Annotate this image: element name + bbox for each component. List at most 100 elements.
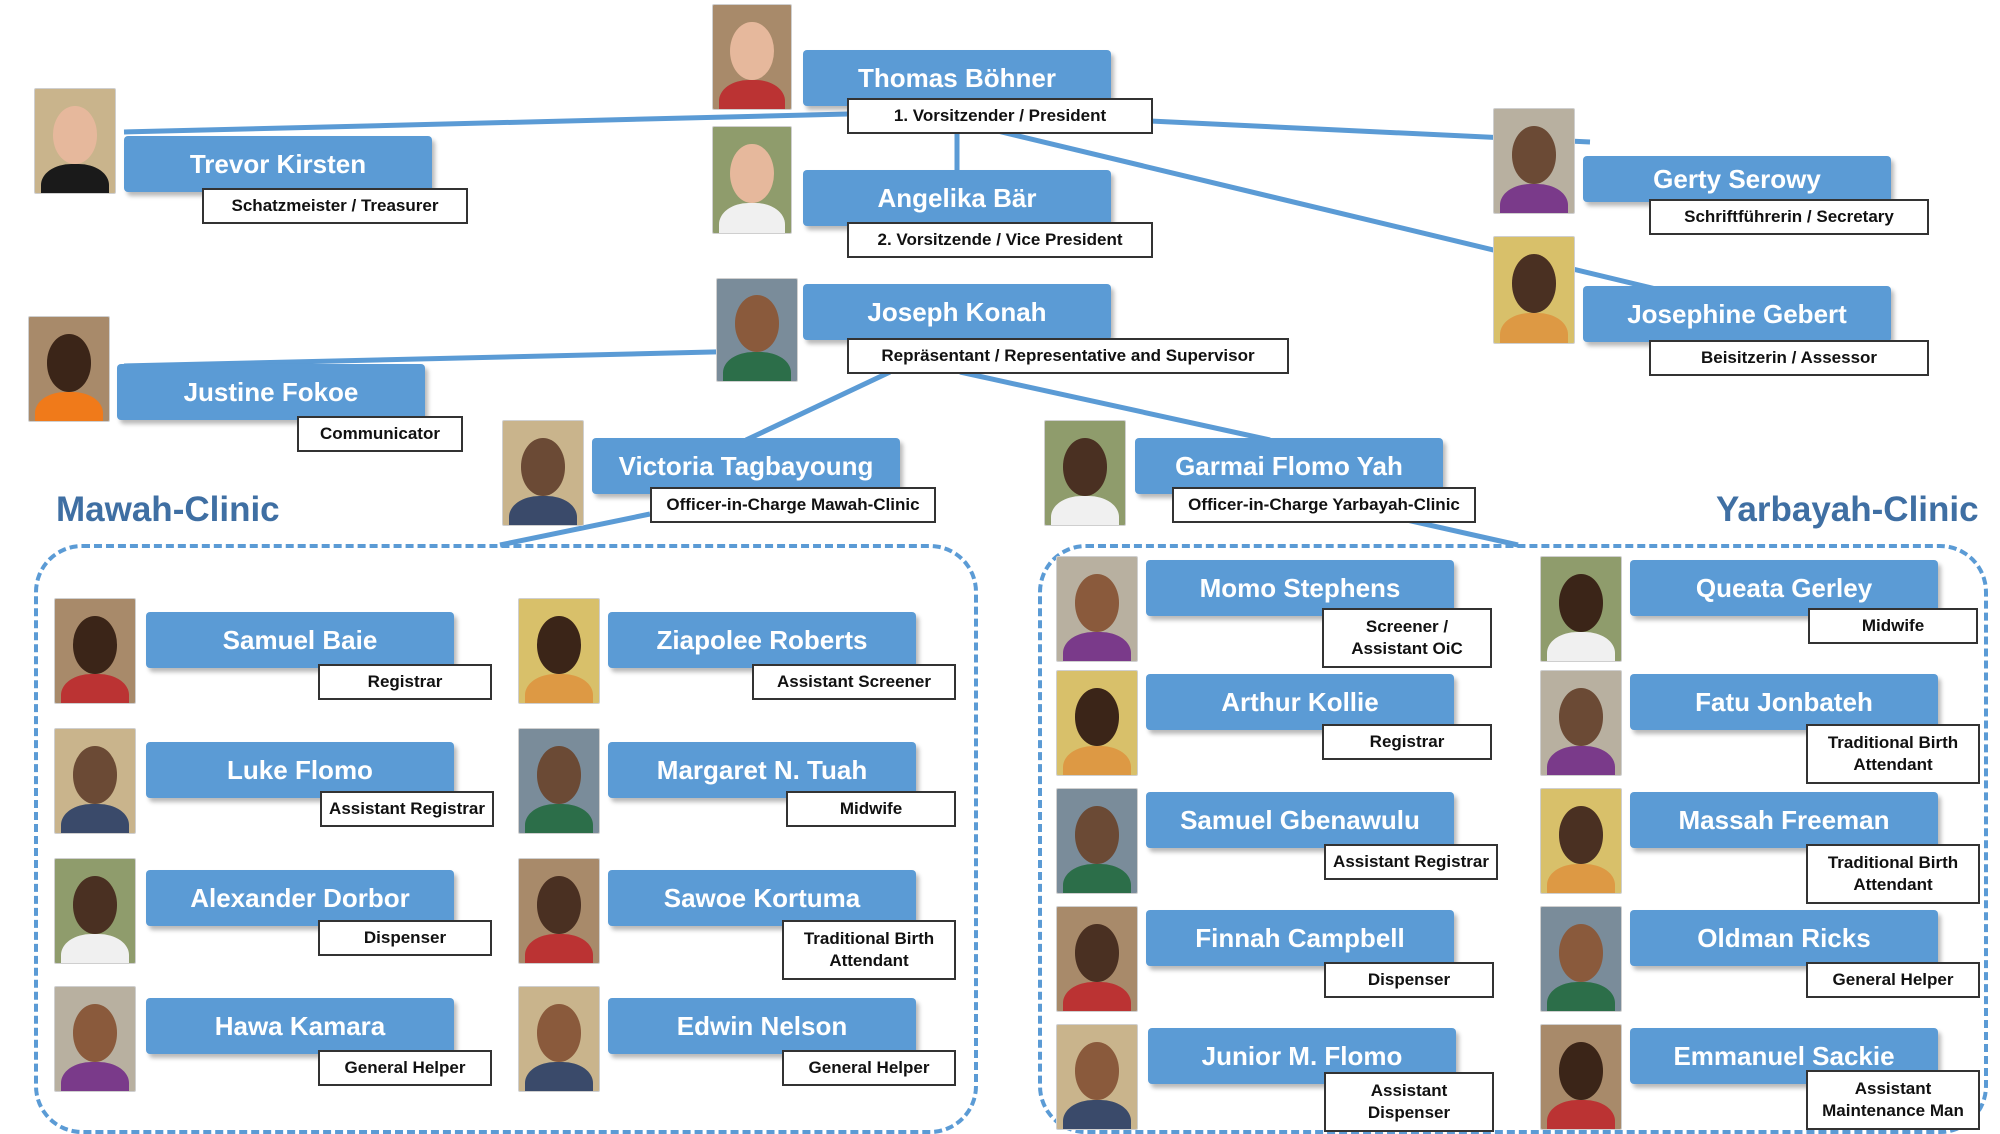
connector-line (123, 111, 849, 135)
name-box-finnah-campbell: Finnah Campbell (1146, 910, 1454, 966)
role-label-trevor-kirsten: Schatzmeister / Treasurer (202, 188, 468, 224)
role-line: General Helper (808, 1057, 930, 1077)
role-line: Traditional Birth (803, 928, 935, 948)
name-box-thomas-b-hner: Thomas Böhner (803, 50, 1111, 106)
role-line: Traditional Birth (1827, 732, 1959, 752)
role-line: Midwife (1861, 615, 1925, 635)
name-box-arthur-kollie: Arthur Kollie (1146, 674, 1454, 730)
woman-headscarf-photo (518, 858, 600, 964)
role-line: Officer-in-Charge Yarbayah-Clinic (1188, 494, 1460, 514)
role-label-hawa-kamara: General Helper (318, 1050, 492, 1086)
role-label-justine-fokoe: Communicator (297, 416, 463, 452)
role-line: Assistant OiC (1351, 639, 1463, 658)
connector-line (744, 369, 892, 443)
role-label-garmai-flomo-yah: Officer-in-Charge Yarbayah-Clinic (1172, 487, 1476, 523)
man-photo (54, 598, 136, 704)
name-box-alexander-dorbor: Alexander Dorbor (146, 870, 454, 926)
man-photo (1056, 788, 1138, 894)
woman-photo (502, 420, 584, 526)
name-box-samuel-gbenawulu: Samuel Gbenawulu (1146, 792, 1454, 848)
role-line: Attendant (1853, 875, 1933, 894)
role-line: Dispenser (1367, 1103, 1451, 1122)
name-box-edwin-nelson: Edwin Nelson (608, 998, 916, 1054)
yarbayah-clinic-title: Yarbayah-Clinic (1716, 490, 1979, 529)
woman-cap-photo (54, 986, 136, 1092)
connector-line (123, 347, 798, 369)
connector-line (959, 369, 1271, 443)
role-label-samuel-baie: Registrar (318, 664, 492, 700)
name-box-garmai-flomo-yah: Garmai Flomo Yah (1135, 438, 1443, 494)
role-line: Screener / (1365, 616, 1449, 636)
role-label-luke-flomo: Assistant Registrar (320, 791, 494, 827)
role-label-samuel-gbenawulu: Assistant Registrar (1324, 844, 1498, 880)
role-line: Dispenser (363, 927, 447, 947)
name-box-fatu-jonbateh: Fatu Jonbateh (1630, 674, 1938, 730)
role-line: Dispenser (1367, 969, 1451, 989)
role-line: Beisitzerin / Assessor (1700, 347, 1878, 367)
role-label-margaret-n-tuah: Midwife (786, 791, 956, 827)
name-box-josephine-gebert: Josephine Gebert (1583, 286, 1891, 342)
woman-braids-photo (518, 728, 600, 834)
role-label-momo-stephens: Screener / Assistant OiC (1322, 608, 1492, 668)
man-photo (1056, 1024, 1138, 1130)
name-box-joseph-konah: Joseph Konah (803, 284, 1111, 340)
woman-glasses-photo (712, 126, 792, 234)
role-label-queata-gerley: Midwife (1808, 608, 1978, 644)
man-photo (1540, 1024, 1622, 1130)
role-line: Registrar (1369, 731, 1445, 751)
role-line: 1. Vorsitzender / President (893, 105, 1107, 125)
name-box-margaret-n-tuah: Margaret N. Tuah (608, 742, 916, 798)
role-line: 2. Vorsitzende / Vice President (877, 229, 1123, 249)
role-line: General Helper (344, 1057, 466, 1077)
woman-photo (1540, 670, 1622, 776)
role-label-ziapolee-roberts: Assistant Screener (752, 664, 956, 700)
role-label-arthur-kollie: Registrar (1322, 724, 1492, 760)
mawah-clinic-title: Mawah-Clinic (56, 490, 280, 529)
man-photo (518, 986, 600, 1092)
role-label-alexander-dorbor: Dispenser (318, 920, 492, 956)
role-label-victoria-tagbayoung: Officer-in-Charge Mawah-Clinic (650, 487, 936, 523)
role-line: Attendant (829, 951, 909, 970)
name-box-ziapolee-roberts: Ziapolee Roberts (608, 612, 916, 668)
role-line: General Helper (1832, 969, 1954, 989)
role-line: Midwife (839, 798, 903, 818)
man-photo (1056, 906, 1138, 1012)
role-label-angelika-b-r: 2. Vorsitzende / Vice President (847, 222, 1153, 258)
role-line: Schriftführerin / Secretary (1684, 206, 1894, 226)
man-red-cap-photo (54, 728, 136, 834)
name-box-massah-freeman: Massah Freeman (1630, 792, 1938, 848)
role-line: Assistant Screener (776, 671, 932, 691)
role-line: Repräsentant / Representative and Superv… (881, 345, 1255, 365)
role-line: Assistant (1370, 1080, 1448, 1100)
woman-photo (1540, 788, 1622, 894)
name-box-luke-flomo: Luke Flomo (146, 742, 454, 798)
name-box-justine-fokoe: Justine Fokoe (117, 364, 425, 420)
name-box-sawoe-kortuma: Sawoe Kortuma (608, 870, 916, 926)
man-photo (54, 858, 136, 964)
name-box-hawa-kamara: Hawa Kamara (146, 998, 454, 1054)
name-box-trevor-kirsten: Trevor Kirsten (124, 136, 432, 192)
man-photo (1056, 670, 1138, 776)
name-box-oldman-ricks: Oldman Ricks (1630, 910, 1938, 966)
man-photo (1540, 906, 1622, 1012)
man-photo (1056, 556, 1138, 662)
name-box-emmanuel-sackie: Emmanuel Sackie (1630, 1028, 1938, 1084)
woman-photo (1540, 556, 1622, 662)
role-line: Traditional Birth (1827, 852, 1959, 872)
woman-photo (1493, 108, 1575, 214)
role-line: Attendant (1853, 755, 1933, 774)
role-label-edwin-nelson: General Helper (782, 1050, 956, 1086)
name-box-angelika-b-r: Angelika Bär (803, 170, 1111, 226)
role-label-oldman-ricks: General Helper (1806, 962, 1980, 998)
role-label-josephine-gebert: Beisitzerin / Assessor (1649, 340, 1929, 376)
role-label-gerty-serowy: Schriftführerin / Secretary (1649, 199, 1929, 235)
name-box-samuel-baie: Samuel Baie (146, 612, 454, 668)
woman-photo (1044, 420, 1126, 526)
man-glasses-photo (712, 4, 792, 110)
role-line: Schatzmeister / Treasurer (231, 195, 439, 215)
